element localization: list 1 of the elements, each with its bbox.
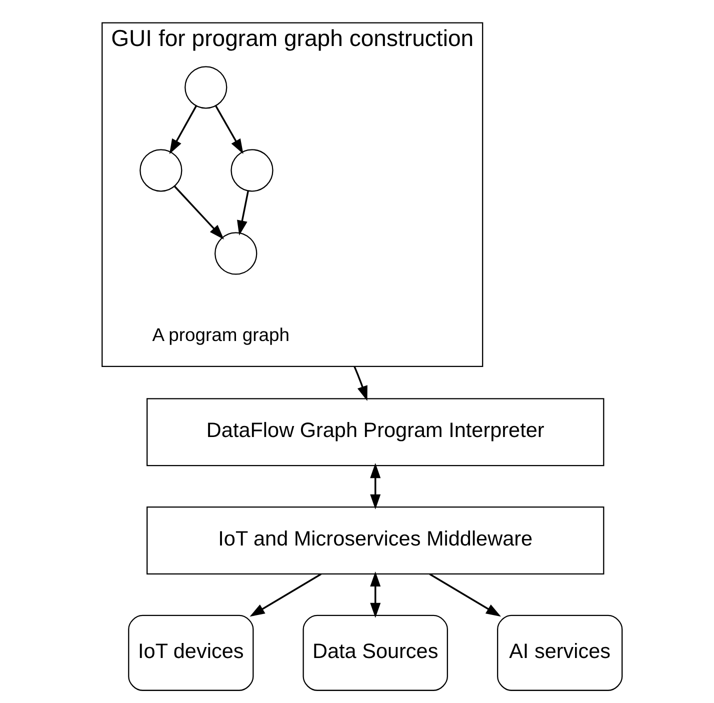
label: A program graph (152, 323, 290, 344)
